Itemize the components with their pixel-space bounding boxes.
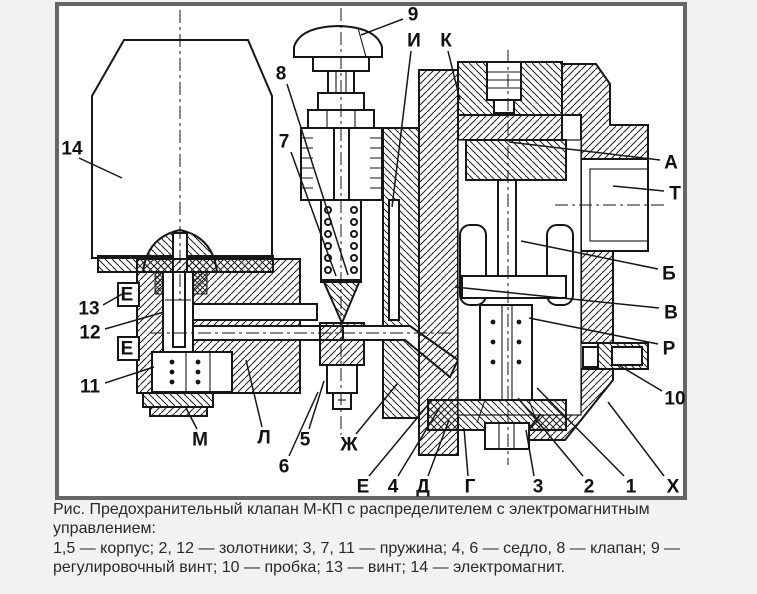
callout-label-Т: Т xyxy=(669,184,681,205)
spool-crossbar xyxy=(461,275,567,299)
callout-label-1: 1 xyxy=(626,477,637,498)
callout-label-9: 9 xyxy=(408,5,419,26)
callout-label-5: 5 xyxy=(300,430,311,451)
callout-leader-8 xyxy=(286,83,349,276)
callout-leader-14 xyxy=(78,157,123,179)
callout-label-6: 6 xyxy=(279,457,290,478)
callout-label-М: М xyxy=(192,430,208,451)
callout-label-12: 12 xyxy=(79,323,100,344)
port-stub-top xyxy=(117,282,140,307)
callout-leader-10 xyxy=(619,365,663,392)
callout-label-К: К xyxy=(440,31,452,52)
callout-leader-9 xyxy=(360,18,404,36)
callout-leader-3 xyxy=(525,429,535,477)
callout-leader-5 xyxy=(308,380,325,430)
callout-label-3: 3 xyxy=(533,477,544,498)
port-stub-bottom xyxy=(117,336,140,361)
callout-leader-Г xyxy=(463,427,469,477)
callout-leader-А xyxy=(508,141,661,161)
callout-leader-13 xyxy=(102,292,125,306)
callout-leader-К xyxy=(447,50,461,101)
figure-caption: Рис. Предохранительный клапан М-КП с рас… xyxy=(53,501,749,578)
callout-leader-Х xyxy=(607,401,665,477)
callout-label-Г: Г xyxy=(465,477,476,498)
caption-legend: 1,5 — корпус; 2, 12 — золотники; 3, 7, 1… xyxy=(53,540,681,577)
callout-leader-Ж xyxy=(355,383,398,435)
callout-label-Е: Е xyxy=(121,339,134,360)
callout-label-14: 14 xyxy=(61,139,83,160)
callout-leader-Е xyxy=(368,399,433,477)
callout-leader-Л xyxy=(245,359,263,428)
callout-label-4: 4 xyxy=(388,477,399,498)
callout-label-Х: Х xyxy=(667,477,680,498)
callout-label-Д: Д xyxy=(416,477,430,498)
callout-leader-Р xyxy=(528,317,659,345)
electromagnet xyxy=(91,39,274,295)
callout-label-Е: Е xyxy=(357,477,370,498)
channel-L xyxy=(192,303,318,321)
spring-chamber-11 xyxy=(151,351,233,393)
callout-label-А: А xyxy=(664,153,678,174)
bottom-nut xyxy=(484,422,530,450)
callout-label-11: 11 xyxy=(80,377,101,398)
callout-label-8: 8 xyxy=(276,64,287,85)
callout-leader-И xyxy=(391,50,412,208)
callout-label-Б: Б xyxy=(662,264,676,285)
callout-leader-Т xyxy=(612,185,665,192)
callout-leader-11 xyxy=(104,366,155,384)
callout-label-В: В xyxy=(664,303,678,324)
callout-leader-Б xyxy=(520,240,659,270)
callout-label-Ж: Ж xyxy=(339,435,358,456)
callout-leader-М xyxy=(185,407,198,430)
callout-leader-7 xyxy=(290,151,337,277)
callout-leader-Д xyxy=(427,419,450,477)
centerlines xyxy=(150,8,668,465)
callout-label-2: 2 xyxy=(584,477,595,498)
caption-title: Рис. Предохранительный клапан М-КП с рас… xyxy=(53,501,650,537)
spool-stem xyxy=(497,179,517,281)
callout-leader-12 xyxy=(104,311,165,330)
callout-label-7: 7 xyxy=(279,132,290,153)
callout-label-Л: Л xyxy=(257,428,270,449)
callout-label-13: 13 xyxy=(78,299,99,320)
left-valve-body xyxy=(117,258,344,417)
callout-label-Е: Е xyxy=(121,285,134,306)
channel-I xyxy=(388,199,400,321)
right-valve-body xyxy=(418,61,649,456)
callout-label-Р: Р xyxy=(663,339,676,360)
callout-label-10: 10 xyxy=(664,389,685,410)
callout-leader-2 xyxy=(517,397,584,477)
callout-label-И: И xyxy=(407,31,421,52)
callout-leader-1 xyxy=(536,387,625,477)
spring-box-3 xyxy=(479,304,533,401)
callout-leader-4 xyxy=(397,406,441,477)
callout-leader-6 xyxy=(288,391,319,457)
callout-leader-В xyxy=(454,286,660,309)
